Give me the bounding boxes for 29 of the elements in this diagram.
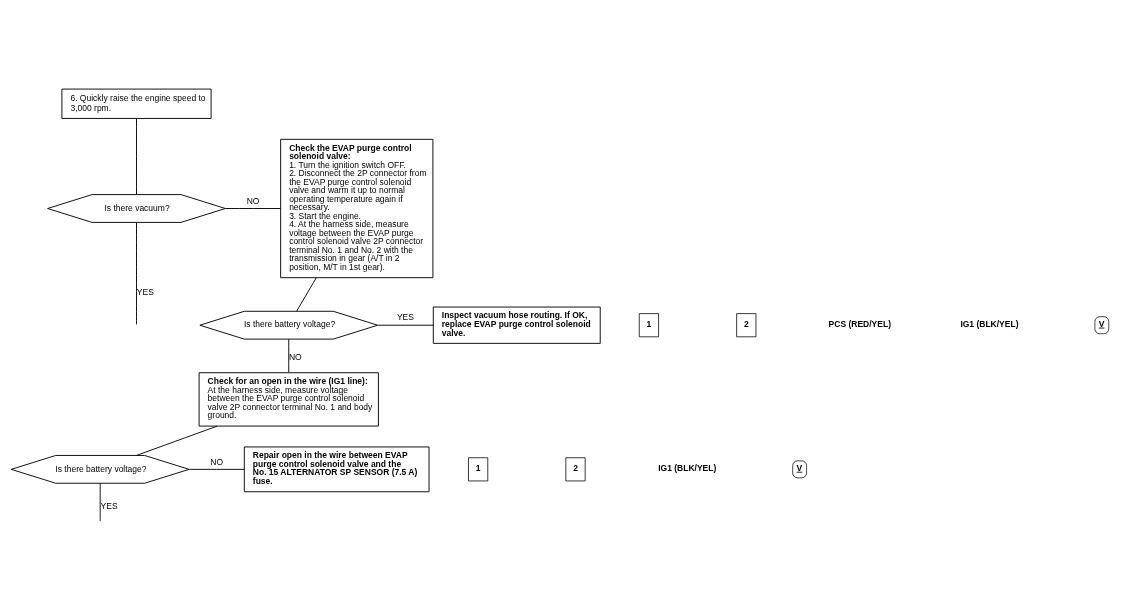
connector <box>136 117 137 195</box>
label: IG1 (BLK/YEL) <box>658 462 717 473</box>
edge-label: NO <box>210 456 224 467</box>
label: IG1 (BLK/YEL) <box>960 318 1019 329</box>
connector <box>188 468 245 470</box>
label: PCS (RED/YEL) <box>828 318 891 329</box>
label: V <box>1098 318 1105 329</box>
node-box: Check the EVAP purge control solenoid valve: 1. Turn the ignition switch OFF. 2. Disconnect the 2P connector from the EVAP purge control solenoid valve and warm it up to normal operating temperature again if necessary. 3. Start the engine. 4. At the harness side, measure voltage between the EVAP purge control solenoid valve 2P connector terminal No. 1 and No. 2 with the transmission in gear (A/T in 2 position, M/T in 1st gear). <box>280 138 434 278</box>
connector <box>377 324 434 326</box>
node-box: Inspect vacuum hose routing. If OK, replace EVAP purge control solenoid valve. <box>432 306 601 344</box>
connector <box>288 338 290 373</box>
edge-label: YES <box>100 500 118 511</box>
edge-label: YES <box>136 286 154 297</box>
label: 1 <box>475 462 481 473</box>
connector <box>225 207 282 209</box>
edge-label: NO <box>246 195 260 206</box>
label: 2 <box>573 462 578 473</box>
connector <box>136 425 218 456</box>
node-box: 6. Quickly raise the engine speed to 3,000 rpm. <box>61 88 212 119</box>
connector <box>296 276 317 312</box>
label: 2 <box>743 318 749 329</box>
edge-label: YES <box>396 311 414 322</box>
label: V <box>796 462 803 473</box>
connector <box>136 221 137 325</box>
connector <box>99 482 101 522</box>
node-box: Check for an open in the wire (IG1 line): At the harness side, measure voltage between the EVAP purge control solenoid valve 2P connector terminal No. 1 and body ground. <box>198 371 379 427</box>
node-box: Repair open in the wire between EVAP purge control solenoid valve and the No. 15 ALTERNATOR SP SENSOR (7.5 A) fuse. <box>243 445 430 492</box>
label: 1 <box>646 318 652 329</box>
edge-label: NO <box>288 351 302 362</box>
